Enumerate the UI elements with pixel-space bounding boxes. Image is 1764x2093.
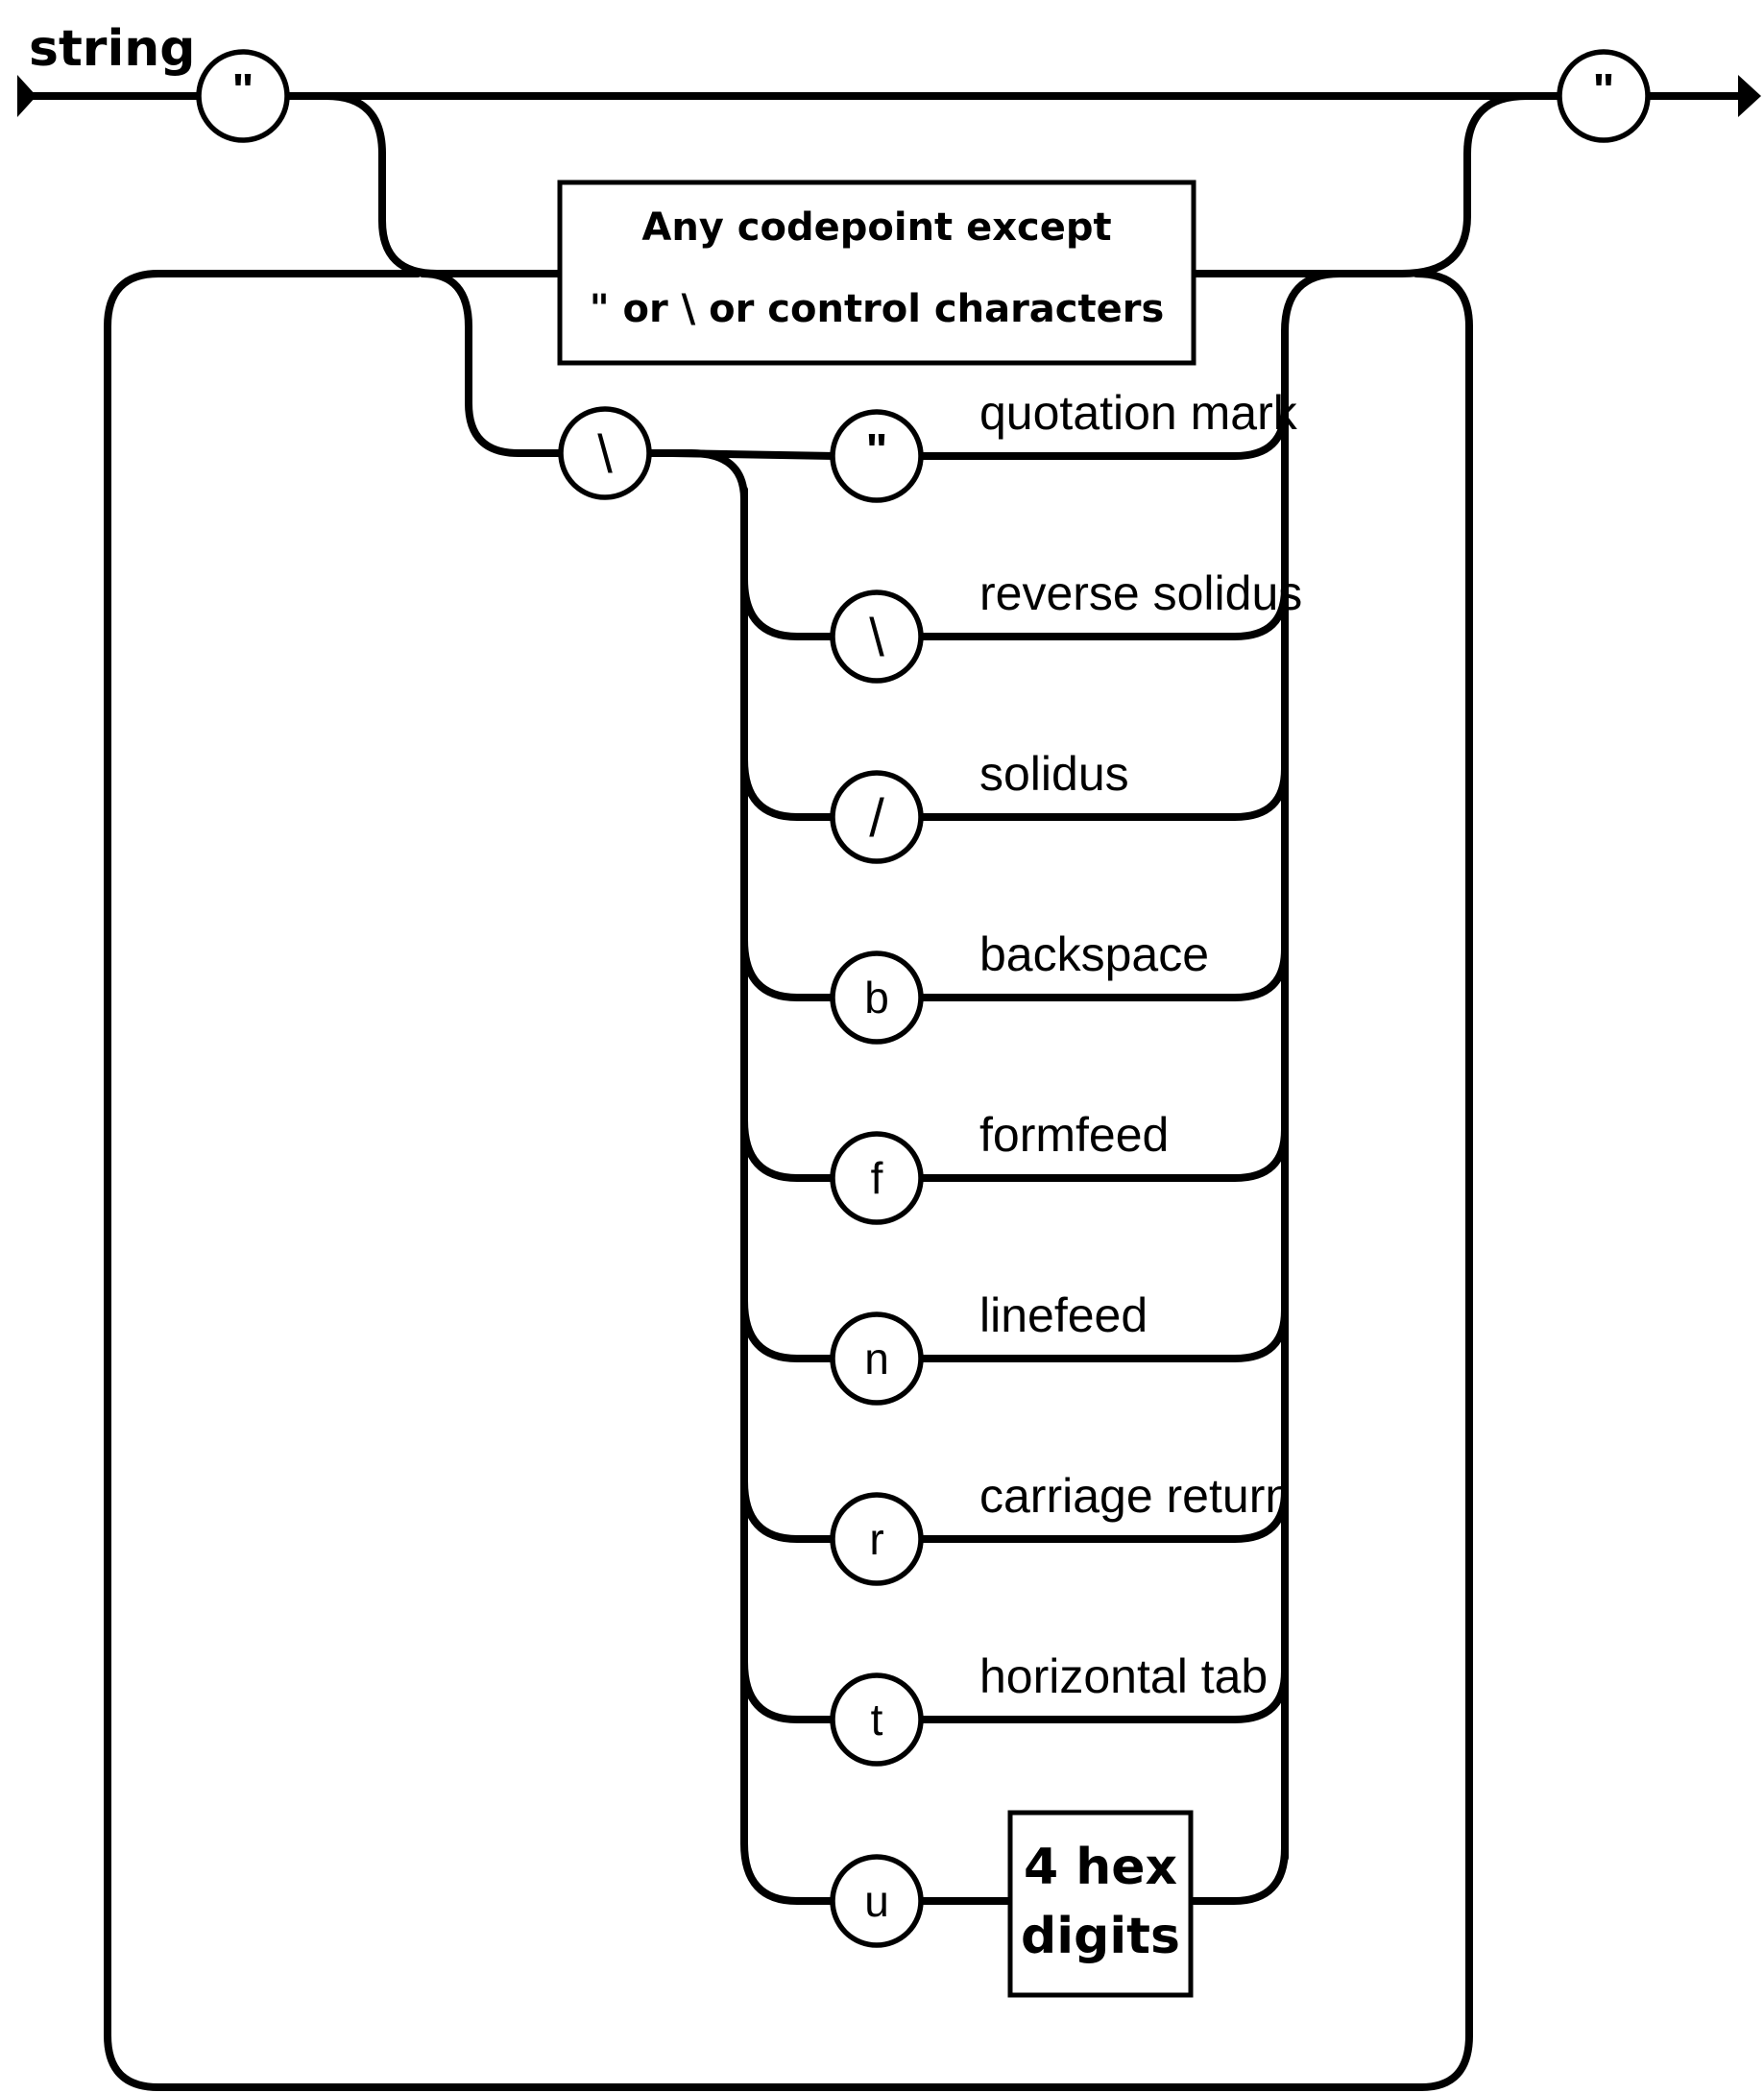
unicode-escape: u 4 hex digits <box>740 1810 1289 1998</box>
exit-arrow-icon <box>1738 75 1761 117</box>
entry-marker-icon <box>17 75 36 117</box>
escape-row-track <box>740 1658 1289 1723</box>
escape-option: \ reverse solidus <box>830 566 1302 684</box>
open-quote-symbol: " <box>232 65 254 116</box>
escape-option-symbol: r <box>869 1514 883 1564</box>
escape-option: n linefeed <box>830 1288 1148 1406</box>
escape-row-tracks <box>740 404 1289 1723</box>
escape-row-track <box>740 1297 1289 1362</box>
escape-option-circle <box>830 770 924 864</box>
hex-digits-box: 4 hex digits <box>1007 1810 1194 1998</box>
escape-row-track <box>740 1478 1289 1543</box>
escape-row-track <box>740 756 1289 821</box>
codepoint-box-line1: Any codepoint except <box>641 205 1111 250</box>
escape-option: / solidus <box>830 747 1129 864</box>
escape-backslash-node: \ <box>558 406 652 500</box>
escape-return-top <box>1281 270 1367 335</box>
escape-first-line-track <box>668 449 839 460</box>
escape-option: " quotation mark <box>830 386 1298 503</box>
escape-option-label: horizontal tab <box>979 1649 1268 1703</box>
tracks <box>20 92 1742 2091</box>
escape-option-circle <box>830 1672 924 1767</box>
unicode-return-track <box>1187 1844 1289 1905</box>
escape-row-track <box>740 575 1289 640</box>
escape-option-circle <box>830 589 924 684</box>
unicode-u-symbol: u <box>864 1876 889 1926</box>
escape-branch-track <box>419 270 570 457</box>
escape-option-symbol: f <box>871 1153 883 1203</box>
escape-option-symbol: b <box>864 973 889 1022</box>
escape-row-track <box>740 936 1289 1001</box>
hex-digits-line1: 4 hex <box>1024 1839 1177 1896</box>
escape-row-track <box>873 404 1289 460</box>
escape-option-symbol: t <box>871 1695 883 1744</box>
escape-option: r carriage return <box>830 1469 1292 1586</box>
escape-option-label: backspace <box>979 927 1209 981</box>
escape-option-label: reverse solidus <box>979 566 1302 620</box>
escape-option-circle <box>830 1492 924 1586</box>
escape-option-symbol: n <box>864 1334 889 1383</box>
escape-option-circle <box>830 1311 924 1406</box>
escape-backslash-symbol: \ <box>597 423 613 484</box>
escape-option-symbol: / <box>869 787 884 848</box>
hex-digits-line2: digits <box>1021 1908 1180 1965</box>
escape-option-label: quotation mark <box>979 386 1298 440</box>
escape-option: t horizontal tab <box>830 1649 1268 1767</box>
close-quote-symbol: " <box>1593 65 1615 116</box>
escape-alternatives: " quotation mark \ reverse solidus / solidus b… <box>830 386 1302 1767</box>
escape-option-circle <box>830 409 924 503</box>
escape-option-symbol: \ <box>869 607 884 667</box>
escape-option-label: solidus <box>979 747 1129 801</box>
codepoint-box-line2: " or \ or control characters <box>590 287 1165 331</box>
escape-option: b backspace <box>830 927 1209 1045</box>
escape-option-circle <box>830 1131 924 1225</box>
open-quote-node: " <box>196 49 290 143</box>
escape-option-symbol: " <box>866 425 888 476</box>
diagram-title: string <box>29 20 196 78</box>
close-quote-node: " <box>1557 49 1651 143</box>
escape-option: f formfeed <box>830 1108 1169 1225</box>
escape-option-circle <box>830 950 924 1045</box>
codepoint-box: Any codepoint except " or \ or control c… <box>557 180 1196 366</box>
escape-row-track <box>740 1117 1289 1182</box>
escape-option-label: formfeed <box>979 1108 1169 1162</box>
unicode-u-node: u <box>830 1854 924 1948</box>
escape-option-label: carriage return <box>979 1469 1292 1523</box>
unicode-row-track <box>740 1840 1014 1905</box>
repeat-loop-track <box>104 270 1473 2091</box>
escape-option-label: linefeed <box>979 1288 1148 1342</box>
